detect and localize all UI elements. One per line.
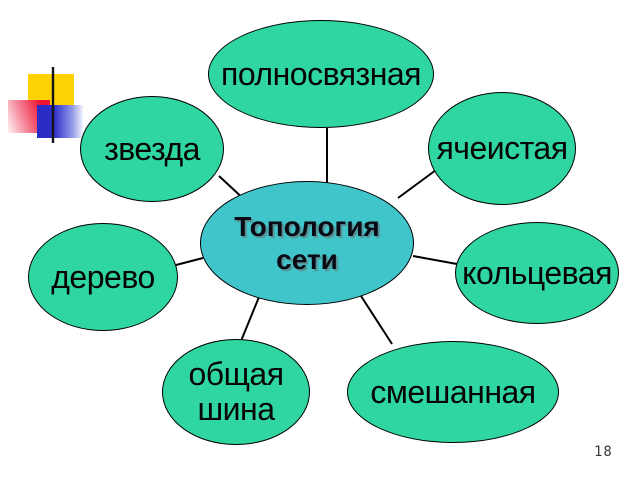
node-mixed-label: смешанная — [370, 373, 536, 410]
connector-center-to-common-bus — [240, 296, 260, 342]
connector-center-to-ring — [412, 255, 458, 265]
node-full-mesh[interactable]: полносвязная — [208, 20, 434, 128]
node-ring[interactable]: кольцевая — [455, 222, 619, 324]
node-mesh[interactable]: ячеистая — [428, 92, 576, 205]
node-common-bus[interactable]: общая шина — [162, 339, 310, 445]
connector-center-to-tree — [175, 257, 204, 266]
node-common-bus-label: общая шина — [188, 356, 284, 427]
node-mixed[interactable]: смешанная — [347, 341, 559, 443]
connector-center-to-mixed — [360, 295, 393, 345]
node-topology-center-label: Топология сети — [234, 210, 380, 275]
node-star-label: звезда — [104, 130, 200, 167]
node-tree[interactable]: дерево — [28, 223, 178, 331]
connector-center-to-mesh — [397, 169, 437, 199]
node-ring-label: кольцевая — [462, 254, 612, 291]
node-mesh-label: ячеистая — [436, 130, 568, 167]
deco-blue-square — [37, 105, 83, 138]
page-number: 18 — [594, 444, 613, 460]
node-tree-label: дерево — [51, 258, 155, 295]
node-star[interactable]: звезда — [80, 96, 224, 202]
node-full-mesh-label: полносвязная — [221, 55, 422, 92]
node-topology-center[interactable]: Топология сети — [200, 181, 414, 305]
